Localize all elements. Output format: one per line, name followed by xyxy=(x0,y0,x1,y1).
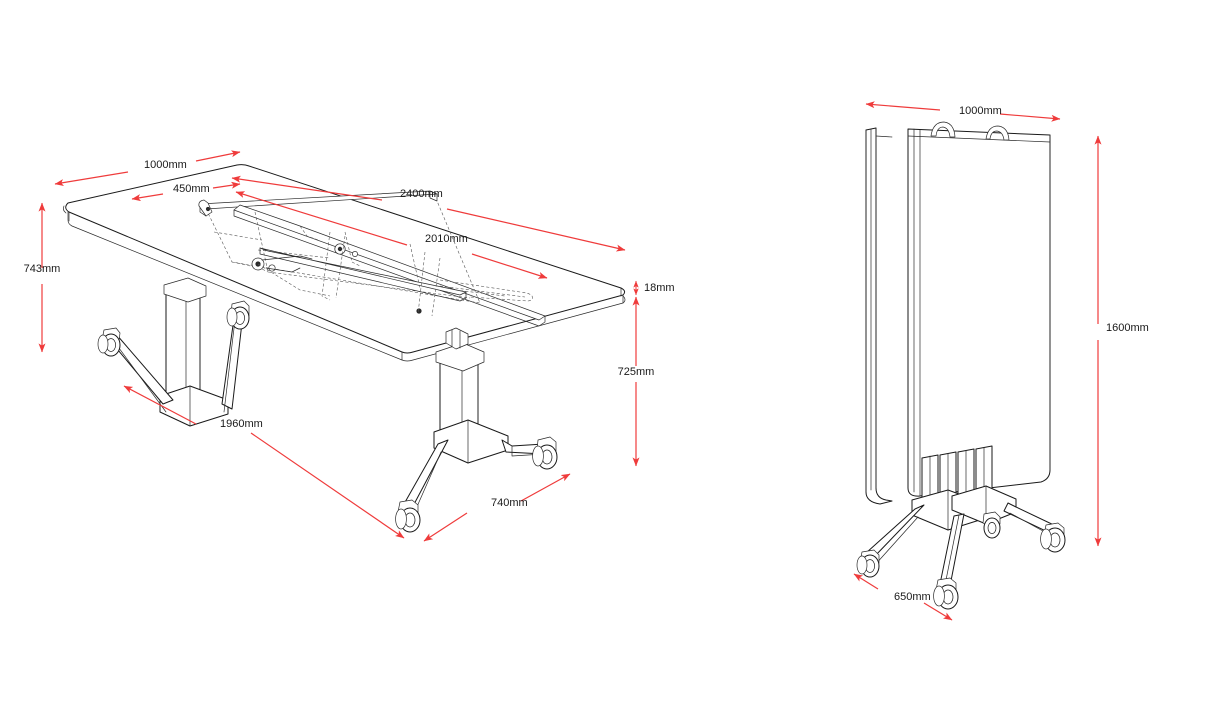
dimension-1960mm-base-span: 1960mm xyxy=(123,385,405,539)
castor-wheel xyxy=(982,511,1001,539)
folded-panel-front xyxy=(875,128,1051,497)
dimension-18mm-thickness: 18mm xyxy=(633,280,675,296)
dimension-label: 450mm xyxy=(173,183,210,195)
dimension-label: 740mm xyxy=(491,497,528,509)
folded-base-front-arm xyxy=(933,513,965,610)
right-leg-assembly xyxy=(395,327,558,533)
dimension-1000mm-depth: 1000mm xyxy=(54,150,241,187)
dimension-743mm-height: 743mm xyxy=(24,202,61,353)
folded-base-right-arm xyxy=(1003,502,1066,553)
dimension-2400mm-length: 2400mm xyxy=(231,175,626,252)
latch-hook-icon xyxy=(985,125,1010,141)
dimension-1600mm-folded-height: 1600mm xyxy=(1094,135,1149,547)
folded-base-left-arm xyxy=(856,504,925,578)
castor-wheel xyxy=(856,549,880,578)
dimension-label: 2400mm xyxy=(400,188,443,200)
dimension-label: 1960mm xyxy=(220,418,263,430)
dimension-2010mm-frame-length: 2010mm xyxy=(235,191,548,279)
dimension-label: 650mm xyxy=(894,591,931,603)
folded-table-view: 1000mm 1600mm 650mm xyxy=(853,101,1149,621)
dimension-650mm-folded-base: 650mm xyxy=(853,573,953,621)
dimension-label: 743mm xyxy=(24,263,61,275)
castor-wheel xyxy=(532,436,558,470)
dimension-label: 1600mm xyxy=(1106,322,1149,334)
castor-wheel xyxy=(97,327,121,357)
deployed-table-view: 1000mm 450mm 2400mm 2010mm 743mm xyxy=(24,150,675,542)
dimension-740mm-foot-span: 740mm xyxy=(423,473,571,542)
castor-wheel xyxy=(395,499,421,533)
dimension-725mm-underside-height: 725mm xyxy=(618,296,655,467)
castor-wheel xyxy=(1040,522,1066,553)
dimension-1000mm-folded-depth: 1000mm xyxy=(865,101,1061,122)
castor-wheel xyxy=(933,577,959,610)
dimension-label: 2010mm xyxy=(425,233,468,245)
folded-panel-rear xyxy=(865,127,893,505)
under-frame-assembly xyxy=(198,190,546,327)
left-leg-assembly xyxy=(97,277,250,427)
dimension-label: 1000mm xyxy=(959,105,1002,117)
castor-wheel xyxy=(226,300,250,330)
latch-hook-icon xyxy=(930,121,956,138)
dimension-label: 18mm xyxy=(644,282,675,294)
dimension-label: 1000mm xyxy=(144,159,187,171)
dimension-label: 725mm xyxy=(618,366,655,378)
dimension-450mm-frame-offset: 450mm xyxy=(131,181,241,202)
